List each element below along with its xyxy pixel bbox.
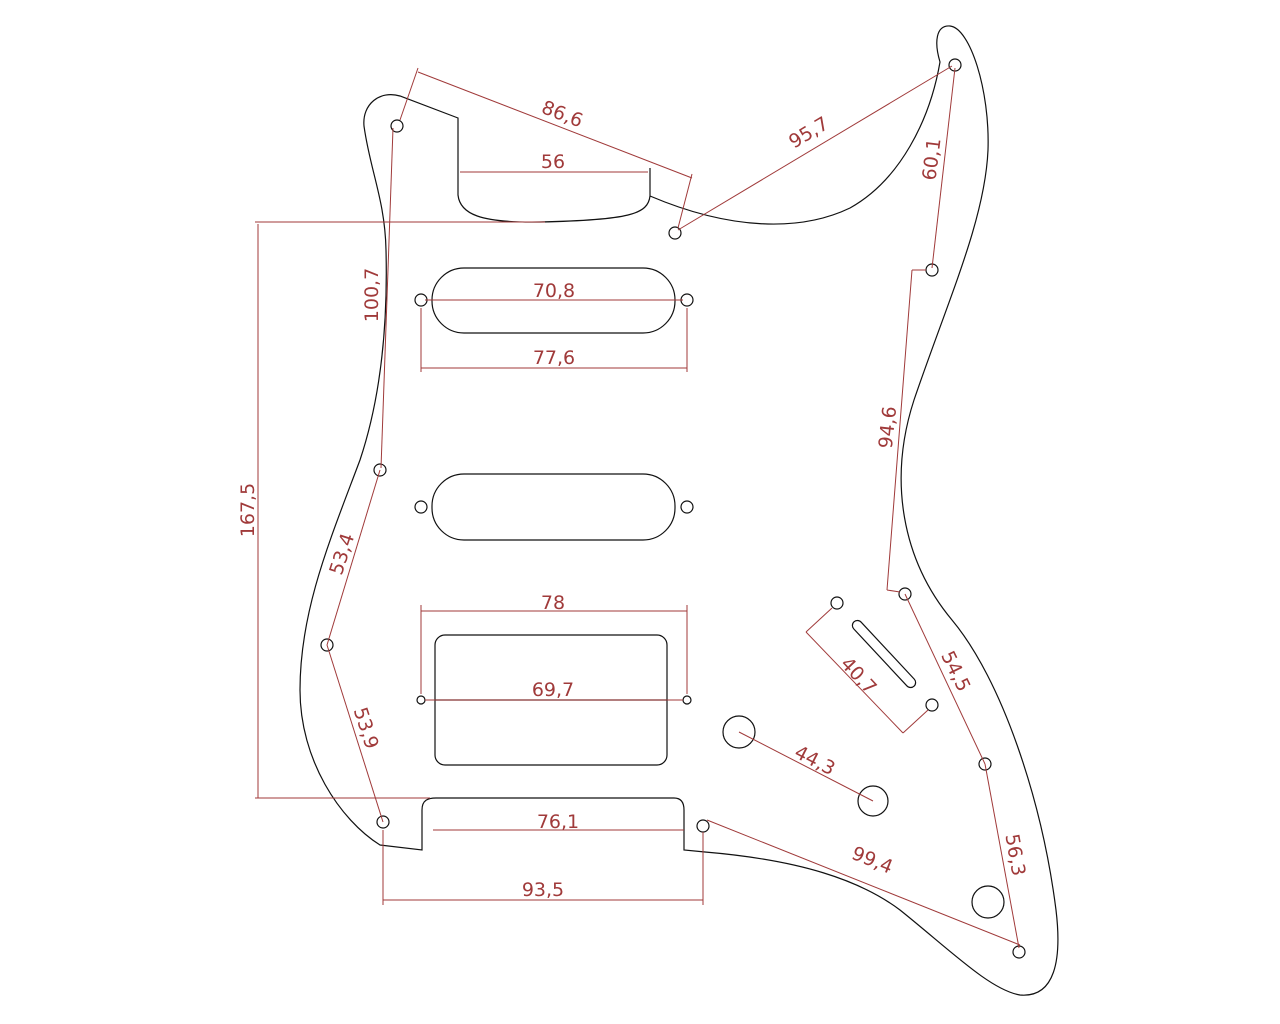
dim-label: 95,7 xyxy=(785,113,833,154)
screw-hole xyxy=(376,815,390,829)
dim-label: 99,4 xyxy=(849,842,896,878)
screw-hole xyxy=(668,226,682,240)
pickup-hole xyxy=(680,500,694,514)
middle-pickup-cutout xyxy=(431,473,676,541)
dim-label: 77,6 xyxy=(533,347,575,369)
screw-hole xyxy=(978,757,992,771)
dim-label: 167,5 xyxy=(237,483,259,537)
dim-label: 100,7 xyxy=(361,268,383,322)
pickup-hole xyxy=(416,695,426,705)
pickup-hole xyxy=(682,695,692,705)
dimension-labels: 86,6 56 95,7 60,1 100,7 167,5 70,8 77,6 … xyxy=(237,97,1029,901)
dim-label: 93,5 xyxy=(522,879,564,901)
dim-label: 69,7 xyxy=(532,679,574,701)
dim-label: 76,1 xyxy=(537,811,579,833)
pot-hole xyxy=(722,715,756,749)
pot-hole xyxy=(857,785,889,817)
screw-hole xyxy=(390,119,404,133)
dim-label: 86,6 xyxy=(538,97,585,133)
dim-label: 94,6 xyxy=(875,405,901,449)
dim-label: 60,1 xyxy=(919,137,946,182)
screw-hole xyxy=(373,463,387,477)
switch-slot xyxy=(851,619,917,689)
pickguard-outline xyxy=(299,25,1059,996)
dim-label: 70,8 xyxy=(533,280,575,302)
screw-hole xyxy=(320,638,334,652)
jack-hole xyxy=(971,885,1005,919)
dim-label: 78 xyxy=(541,592,565,614)
dim-label: 56 xyxy=(541,151,565,173)
dim-label: 44,3 xyxy=(791,741,839,780)
dim-label: 40,7 xyxy=(836,653,881,699)
switch-hole xyxy=(925,698,939,712)
screw-hole xyxy=(696,819,710,833)
screw-hole xyxy=(898,587,912,601)
screw-holes xyxy=(320,58,1026,959)
pickup-hole xyxy=(414,500,428,514)
switch-hole xyxy=(830,596,844,610)
dimension-lines xyxy=(255,65,1021,949)
dim-label: 54,5 xyxy=(936,648,974,696)
